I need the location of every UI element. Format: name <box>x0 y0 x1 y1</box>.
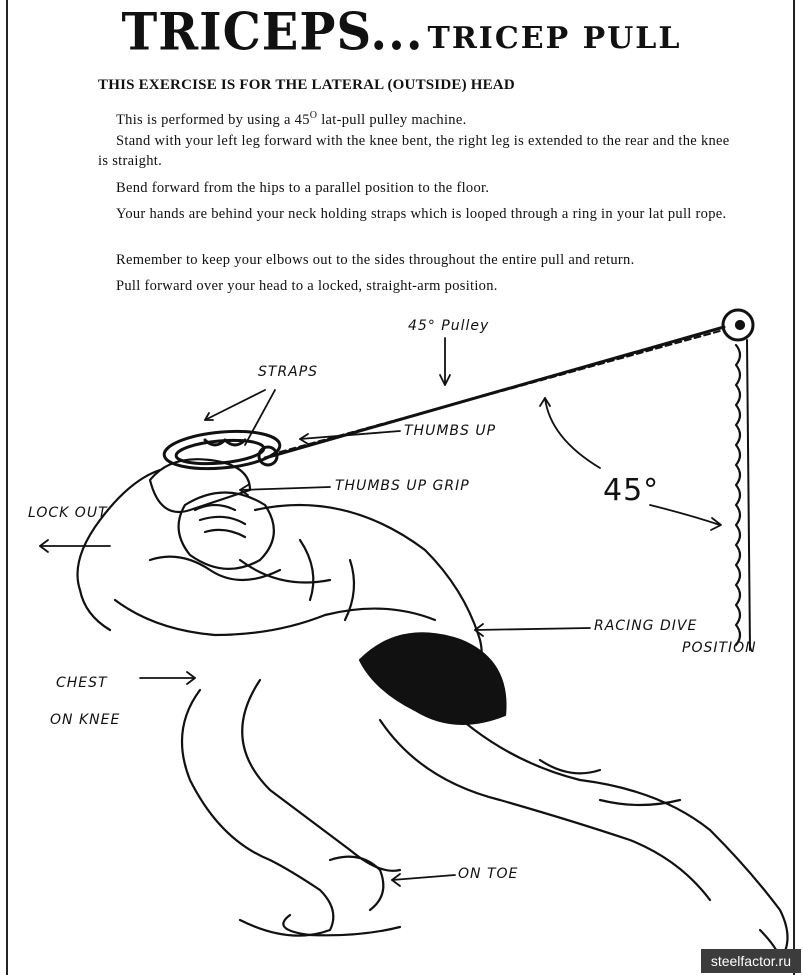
site-watermark: steelfactor.ru <box>700 949 801 973</box>
annotation-lock-out: LOCK OUT <box>28 505 108 521</box>
paragraph-6: Pull forward over your head to a locked,… <box>116 278 498 294</box>
paragraph-4: Your hands are behind your neck holding … <box>116 206 727 222</box>
exercise-subheading: THIS EXERCISE IS FOR THE LATERAL (OUTSID… <box>98 77 515 93</box>
annotation-position: POSITION <box>682 640 757 656</box>
annotation-on-toe: ON TOE <box>458 866 519 882</box>
annotation-thumbs-up: THUMBS UP <box>404 423 497 439</box>
vertical-chain <box>734 339 751 651</box>
annotation-straps: STRAPS <box>258 364 319 380</box>
pulley-wheel-icon <box>721 308 755 342</box>
annotation-on-knee: ON KNEE <box>50 712 121 728</box>
paragraph-1: This is performed by using a 45O lat-pul… <box>116 106 467 130</box>
title-sub: TRICEP PULL <box>427 21 682 56</box>
degree-superscript: O <box>309 110 318 121</box>
annotation-arrows <box>39 337 722 887</box>
annotation-thumbs-up-grip: THUMBS UP GRIP <box>335 478 470 494</box>
annotation-racing-dive: RACING DIVE <box>594 618 698 634</box>
paragraph-3: Bend forward from the hips to a parallel… <box>116 180 490 196</box>
annotation-pulley: 45° Pulley <box>408 318 490 334</box>
page-border <box>6 0 795 975</box>
paragraph-5: Remember to keep your elbows out to the … <box>116 252 635 268</box>
paragraph-2: Stand with your left leg forward with th… <box>98 133 730 169</box>
page-title: TRICEPS... TRICEP PULL <box>0 1 803 63</box>
annotation-chest: CHEST <box>56 675 108 691</box>
title-main: TRICEPS... <box>121 1 424 63</box>
annotation-angle: 45° <box>603 473 660 508</box>
paragraph-1-post: lat-pull pulley machine. <box>317 111 467 128</box>
straps-loop <box>162 429 282 471</box>
athlete-figure <box>76 458 789 972</box>
paragraph-1-pre: This is performed by using a 45 <box>116 111 310 128</box>
